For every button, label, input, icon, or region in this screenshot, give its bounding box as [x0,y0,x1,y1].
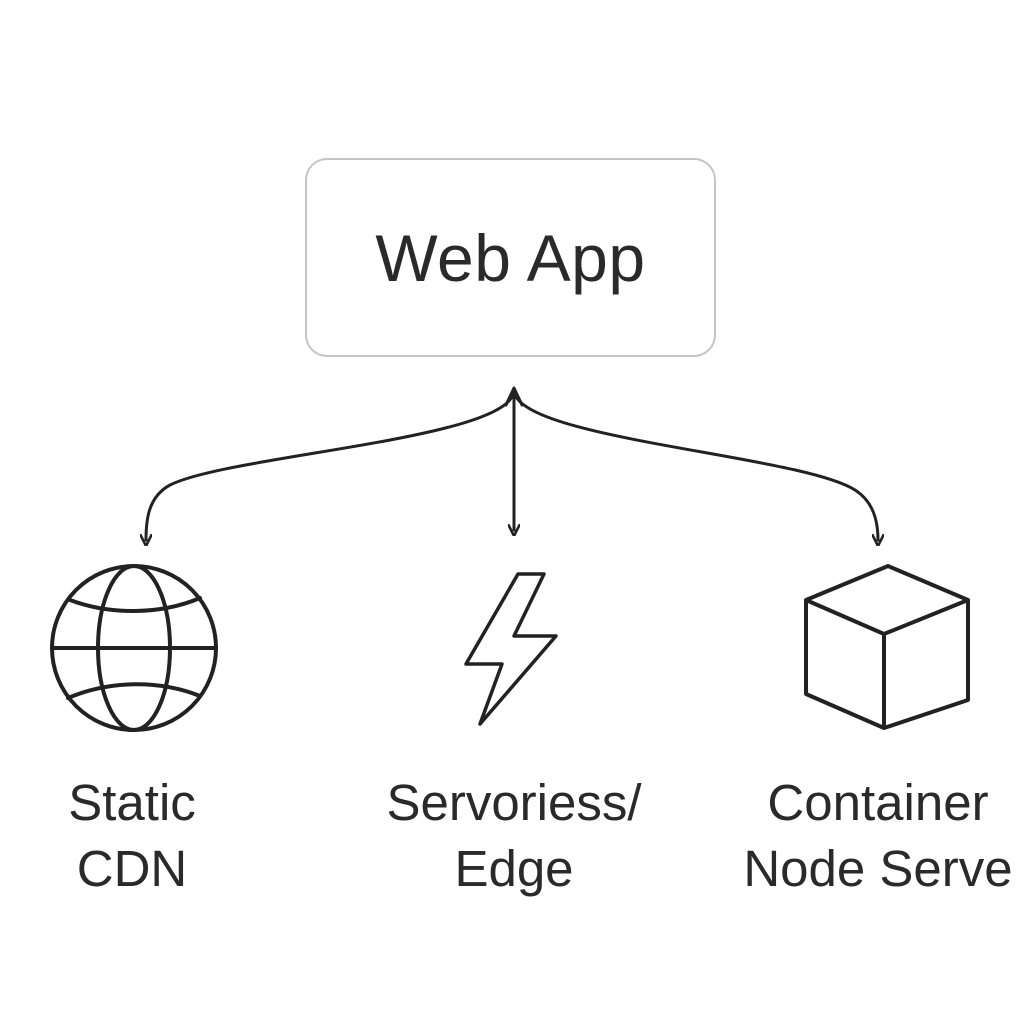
static-cdn-label-line-2: CDN [76,840,188,897]
container-node-label: Container Node Serve [728,770,1024,902]
serverless-edge-label-line-2: Edge [454,840,574,897]
connectors [146,386,878,540]
serverless-edge-label: Servoriess/ Edge [364,770,664,902]
lightning-bolt-icon [464,572,558,726]
static-cdn-label-line-1: Static [68,774,196,831]
connector-static [146,390,516,540]
connector-container [512,390,878,540]
web-app-label: Web App [375,220,646,295]
container-node-label-line-2: Node Serve [743,840,1013,897]
web-app-box: Web App [305,158,716,357]
globe-icon [50,564,218,732]
serverless-edge-label-line-1: Servoriess/ [386,774,642,831]
cube-icon [804,564,970,730]
container-node-label-line-1: Container [767,774,989,831]
connector-junction [504,386,524,407]
static-cdn-label: Static CDN [0,770,282,902]
